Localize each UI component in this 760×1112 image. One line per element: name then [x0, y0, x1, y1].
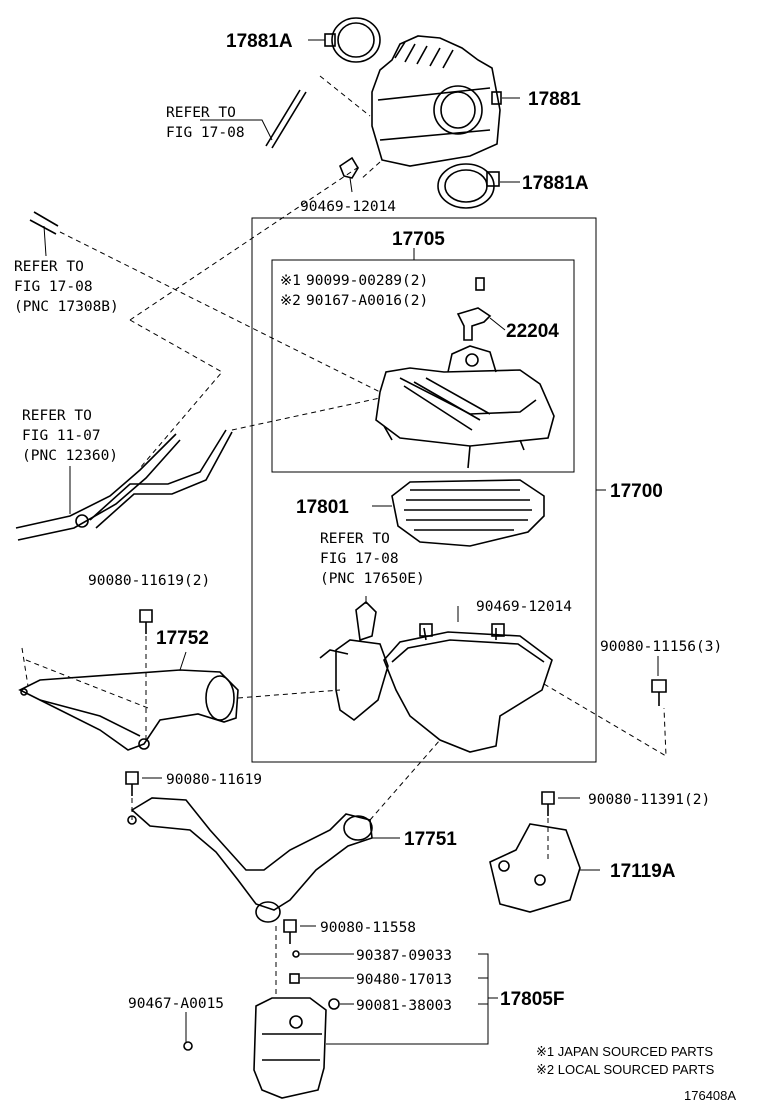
label-90387-09033: 90387-09033	[356, 948, 452, 964]
label-90080-11619-2: 90080-11619(2)	[88, 573, 210, 589]
vent-hose-rod	[265, 89, 307, 149]
label-17805F: 17805F	[500, 989, 564, 1010]
hose-clamp-top	[324, 17, 381, 63]
hose-12360	[15, 429, 233, 541]
refer-note-1-line2: FIG 17-08	[166, 125, 245, 141]
refer-note-4-line3: (PNC 17650E)	[320, 571, 425, 587]
resonator-17805F	[183, 997, 327, 1099]
label-90080-11558: 90080-11558	[320, 920, 416, 936]
legend-japan-sourced: ※1 JAPAN SOURCED PARTS	[536, 1044, 713, 1059]
label-17700: 17700	[610, 481, 663, 502]
hose-clamp-bottom	[437, 163, 500, 209]
bolt-90080-11558	[283, 919, 297, 944]
label-90080-11156: 90080-11156(3)	[600, 639, 722, 655]
assembly-frame-17705	[271, 259, 575, 473]
hose-17308B	[29, 211, 59, 235]
refer-note-2-line3: (PNC 17308B)	[14, 299, 119, 315]
note-1-mark: ※1	[280, 273, 301, 289]
label-90080-11391: 90080-11391(2)	[588, 792, 710, 808]
intake-duct-17752	[18, 669, 239, 751]
label-17705: 17705	[392, 229, 445, 250]
grommet-90081	[328, 998, 340, 1010]
label-90469-top: 90469-12014	[300, 199, 396, 215]
label-90480-17013: 90480-17013	[356, 972, 452, 988]
air-cleaner-hose-17881	[371, 35, 502, 167]
label-22204: 22204	[506, 321, 559, 342]
bolt-90080-11619	[125, 771, 139, 796]
figure-id: 176408A	[684, 1088, 736, 1103]
label-17801: 17801	[296, 497, 349, 518]
label-90467-A0015: 90467-A0015	[128, 996, 224, 1012]
label-17881: 17881	[528, 89, 581, 110]
bracket-17119A	[489, 791, 581, 913]
label-90080-11619: 90080-11619	[166, 772, 262, 788]
label-90081-38003: 90081-38003	[356, 998, 452, 1014]
refer-note-4-line2: FIG 17-08	[320, 551, 399, 567]
air-duct-17751	[127, 797, 373, 923]
label-17119A: 17119A	[610, 861, 676, 882]
refer-note-2-line1: REFER TO	[14, 259, 84, 275]
refer-note-3-line3: (PNC 12360)	[22, 448, 118, 464]
refer-note-4-line1: REFER TO	[320, 531, 390, 547]
refer-note-3-line2: FIG 11-07	[22, 428, 101, 444]
label-17881A-bottom: 17881A	[522, 173, 589, 194]
note-2-mark: ※2	[280, 293, 301, 309]
air-cleaner-case	[319, 600, 553, 753]
refer-note-2-line2: FIG 17-08	[14, 279, 93, 295]
air-filter-element-17801	[372, 479, 545, 547]
refer-note-1-line1: REFER TO	[166, 105, 236, 121]
clip-90387	[292, 950, 300, 958]
label-17751: 17751	[404, 829, 457, 850]
label-17752: 17752	[156, 628, 209, 649]
bolt-90080-11619-2	[139, 609, 153, 634]
bolt-90080-11156	[651, 679, 667, 706]
mass-air-flow-sensor-22204	[456, 277, 506, 341]
air-cleaner-cap	[375, 345, 555, 469]
grommet-90480	[289, 973, 300, 984]
note-1-part: 90099-00289(2)	[306, 273, 428, 289]
note-2-part: 90167-A0016(2)	[306, 293, 428, 309]
clip-90469-top	[339, 156, 359, 179]
label-90469-mid: 90469-12014	[476, 599, 572, 615]
label-17881A-top: 17881A	[226, 31, 293, 52]
legend-local-sourced: ※2 LOCAL SOURCED PARTS	[536, 1062, 715, 1077]
refer-note-3-line1: REFER TO	[22, 408, 92, 424]
